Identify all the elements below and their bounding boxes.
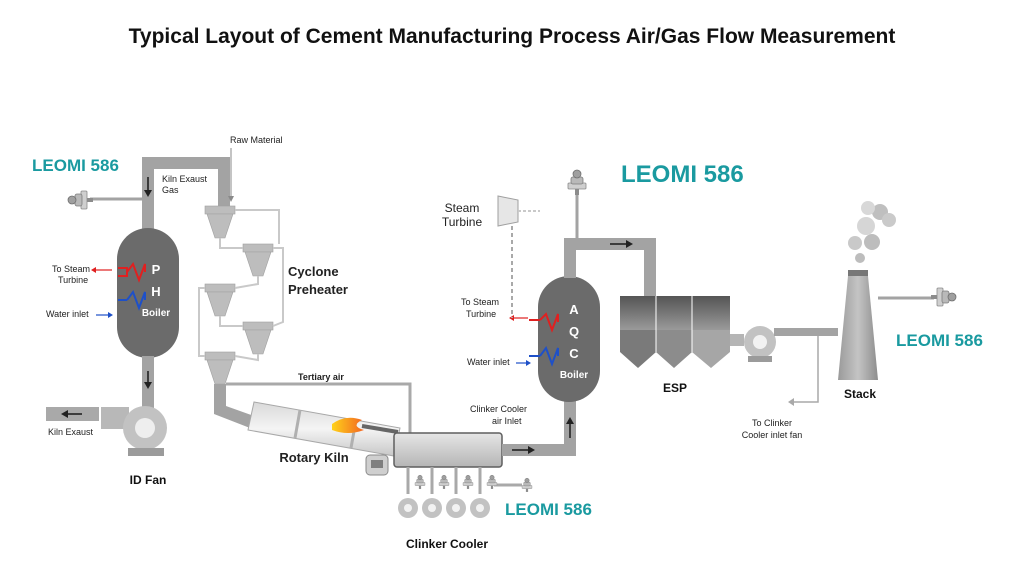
esp-inlet-duct	[644, 238, 656, 298]
down-arrow-icon	[144, 371, 152, 389]
smoke-icon	[848, 201, 896, 263]
leomi-label-esp: LEOMI 586	[621, 161, 744, 188]
cyclone-inlet-duct	[218, 157, 230, 207]
burner-flame-icon	[332, 417, 399, 434]
diagram-title: Typical Layout of Cement Manufacturing P…	[129, 25, 896, 48]
steam-turbine-line2: Turbine	[442, 215, 483, 229]
leomi-label-ph: LEOMI 586	[32, 156, 119, 175]
esp-label: ESP	[663, 381, 687, 395]
down-arrow-icon	[144, 177, 152, 197]
stack	[838, 276, 878, 380]
aqc-to-steam-turbine-line2: Turbine	[466, 309, 496, 319]
aqc-water-inlet-label: Water inlet	[467, 357, 510, 367]
blue-arrow-icon	[516, 360, 531, 366]
steam-turbine-icon	[497, 195, 540, 227]
cooler-fan-icon	[398, 498, 490, 518]
left-arrow-icon	[61, 410, 82, 418]
leomi-label-cooler: LEOMI 586	[505, 500, 592, 519]
leomi-label-stack: LEOMI 586	[896, 331, 983, 350]
kiln-inlet-duct	[214, 384, 254, 428]
ph-water-coil-icon	[118, 289, 146, 311]
cooler-outlet-duct	[502, 444, 576, 456]
cooler-motor-icon	[365, 454, 389, 476]
esp-unit	[620, 296, 730, 368]
id-fan-label: ID Fan	[130, 473, 167, 487]
left-arrow-icon	[788, 398, 794, 406]
aqc-to-steam-turbine-line1: To Steam	[461, 297, 499, 307]
aqc-steam-coil-icon	[529, 312, 559, 333]
to-clinker-line2: Cooler inlet fan	[742, 430, 803, 440]
right-arrow-icon	[512, 446, 535, 454]
aqc-boiler-letter-a: A	[569, 302, 579, 317]
cyclone-preheater	[198, 205, 284, 385]
tertiary-air-label: Tertiary air	[298, 372, 344, 382]
flow-sensor-icon	[930, 287, 957, 307]
ph-boiler-letter-h: H	[151, 284, 160, 299]
raw-material-arrow-icon	[228, 148, 234, 202]
blue-arrow-icon	[96, 312, 113, 318]
flow-sensor-icon	[67, 190, 94, 210]
tertiary-air-duct	[226, 382, 412, 436]
aqc-boiler-name: Boiler	[560, 370, 588, 381]
id-fan-icon	[101, 406, 167, 456]
ph-boiler-name: Boiler	[142, 308, 170, 319]
rotary-kiln-label: Rotary Kiln	[279, 450, 348, 465]
top-duct	[142, 157, 230, 169]
kiln-exhaust-label: Kiln Exaust	[48, 427, 94, 437]
cyclone-label-line1: Cyclone	[288, 264, 339, 279]
flow-sensor-icon	[567, 169, 587, 196]
cyclone-label-line2: Preheater	[288, 282, 348, 297]
ph-boiler	[117, 228, 179, 358]
ph-boiler-letter-p: P	[152, 262, 161, 277]
aqc-water-coil-icon	[529, 345, 559, 367]
aqc-boiler	[538, 276, 600, 402]
ph-steam-coil-icon	[118, 261, 146, 283]
cooler-fan-ducts	[406, 467, 522, 494]
ph-water-inlet-label: Water inlet	[46, 309, 89, 319]
aqc-boiler-letter-c: C	[569, 346, 579, 361]
fan-stack-duct	[774, 328, 838, 336]
ph-to-steam-turbine-line1: To Steam	[52, 264, 90, 274]
clinker-cooler-air-inlet-line1: Clinker Cooler	[470, 404, 527, 414]
stack-top	[848, 270, 868, 276]
right-arrow-icon	[610, 240, 633, 248]
kiln-exhaust-gas-line1: Kiln Exaust	[162, 174, 208, 184]
red-arrow-icon	[91, 267, 112, 273]
aqc-boiler-letter-q: Q	[569, 324, 579, 339]
esp-fan-icon	[730, 326, 776, 362]
clinker-cooler-air-inlet-line2: air Inlet	[492, 416, 522, 426]
clinker-cooler-label: Clinker Cooler	[406, 537, 488, 551]
ph-to-steam-turbine-line2: Turbine	[58, 275, 88, 285]
clinker-cooler	[393, 432, 503, 468]
raw-material-label: Raw Material	[230, 135, 283, 145]
kiln-exhaust-gas-line2: Gas	[162, 185, 179, 195]
stack-label: Stack	[844, 387, 876, 401]
to-clinker-line1: To Clinker	[752, 418, 792, 428]
steam-turbine-line1: Steam	[445, 201, 480, 215]
up-arrow-icon	[566, 417, 574, 438]
cooler-return-line	[792, 336, 819, 403]
